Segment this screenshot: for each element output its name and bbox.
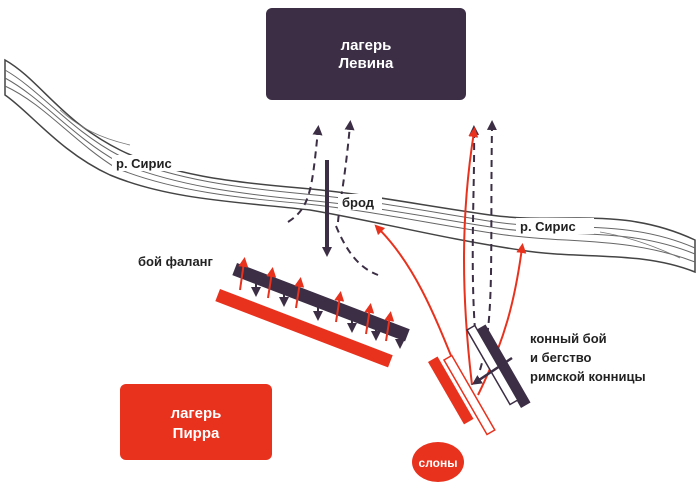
ford-label: брод: [342, 195, 375, 210]
camp-pyrrhus-line2: Пирра: [173, 425, 220, 442]
river-label-left: р. Сирис: [116, 156, 172, 171]
cavalry-label-line2: и бегство: [530, 350, 592, 365]
elephants: слоны: [412, 442, 464, 482]
camp-levin: лагерь Левина: [266, 8, 466, 100]
roman-retreat-arrows: [287, 120, 497, 371]
phalanx-battle: [215, 257, 410, 368]
camp-pyrrhus-line1: лагерь: [171, 405, 222, 422]
cavalry-units: [428, 324, 531, 436]
elephants-label: слоны: [419, 456, 458, 470]
river-label-right: р. Сирис: [520, 219, 576, 234]
camp-pyrrhus: лагерь Пирра: [120, 384, 272, 460]
map-labels: р. Сирис р. Сирис брод бой фаланг конный…: [112, 155, 646, 384]
cavalry-label-line3: римской конницы: [530, 369, 646, 384]
phalanx-battle-label: бой фаланг: [138, 254, 214, 269]
cavalry-label-line1: конный бой: [530, 331, 607, 346]
camp-levin-line2: Левина: [339, 55, 394, 72]
camp-levin-line1: лагерь: [341, 37, 392, 54]
